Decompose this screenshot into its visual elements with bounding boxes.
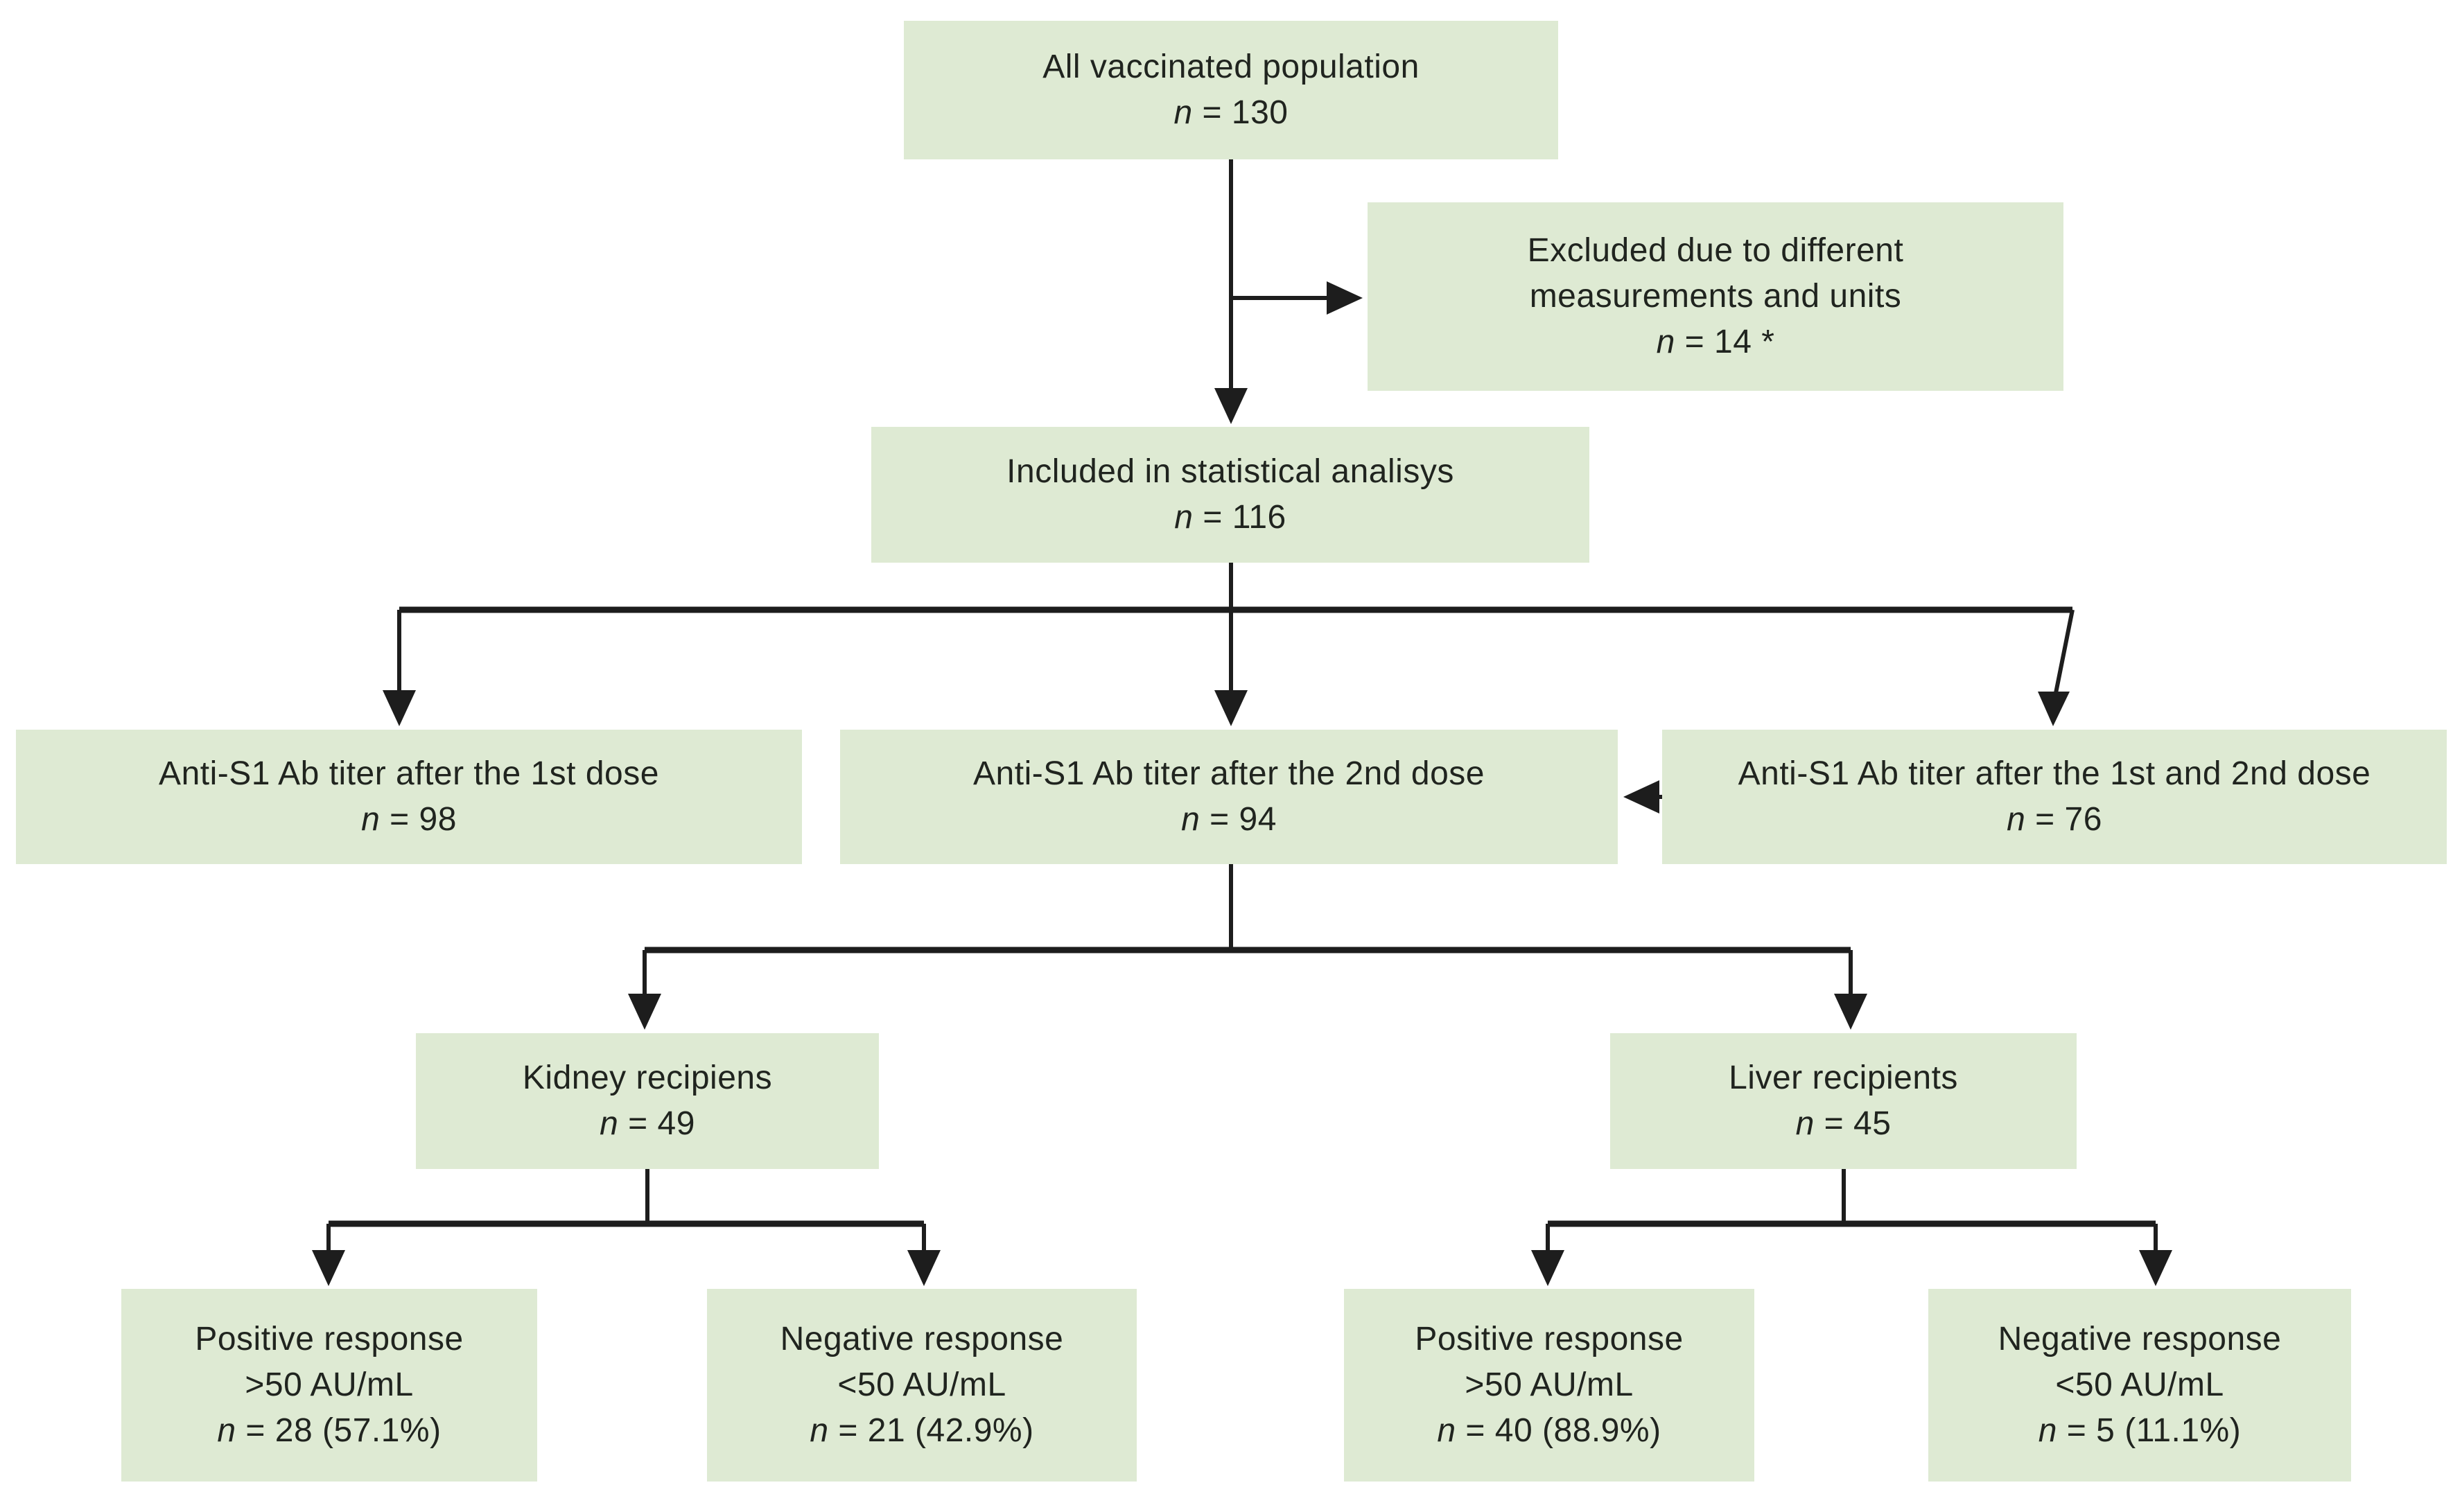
box-count: n = 116 [1174, 499, 1286, 536]
box-count: n = 45 [1795, 1105, 1892, 1142]
box-label: Negative response [780, 1321, 1064, 1357]
box-threshold: >50 AU/mL [245, 1366, 414, 1403]
box-liver-negative-response: Negative response <50 AU/mL n = 5 (11.1%… [1928, 1289, 2351, 1482]
box-label: Anti-S1 Ab titer after the 1st dose [159, 755, 659, 792]
box-label: Positive response [195, 1321, 464, 1357]
box-kidney-positive-response: Positive response >50 AU/mL n = 28 (57.1… [121, 1289, 537, 1482]
n-symbol: n [361, 801, 381, 838]
box-label: Anti-S1 Ab titer after the 2nd dose [973, 755, 1485, 792]
connector-included-to-doses [383, 563, 2075, 726]
box-label: Negative response [1998, 1321, 2282, 1357]
box-count: n = 28 (57.1%) [217, 1412, 442, 1449]
n-symbol: n [810, 1412, 829, 1449]
box-count: n = 76 [2007, 801, 2102, 838]
box-label: Kidney recipiens [522, 1060, 773, 1096]
box-label: Anti-S1 Ab titer after the 1st and 2nd d… [1738, 755, 2371, 792]
n-symbol: n [1174, 499, 1194, 536]
box-count: n = 5 (11.1%) [2038, 1412, 2242, 1449]
n-symbol: n [1173, 94, 1193, 131]
n-symbol: n [1656, 324, 1675, 360]
connector-liver-to-responses [1531, 1168, 2172, 1286]
box-titer-after-2nd-dose: Anti-S1 Ab titer after the 2nd dose n = … [840, 730, 1618, 864]
box-label: Liver recipients [1729, 1060, 1958, 1096]
box-threshold: <50 AU/mL [2055, 1366, 2224, 1403]
box-threshold: >50 AU/mL [1465, 1366, 1634, 1403]
n-symbol: n [2007, 801, 2026, 838]
connector-kidney-to-responses [312, 1168, 941, 1286]
box-count: n = 94 [1181, 801, 1277, 838]
box-count: n = 49 [600, 1105, 695, 1142]
box-kidney-recipients: Kidney recipiens n = 49 [416, 1033, 879, 1169]
box-all-vaccinated-population: All vaccinated population n = 130 [904, 21, 1558, 159]
n-symbol: n [2038, 1412, 2057, 1449]
box-label: measurements and units [1529, 278, 1902, 315]
n-symbol: n [1181, 801, 1201, 838]
box-label: All vaccinated population [1042, 49, 1420, 85]
box-kidney-negative-response: Negative response <50 AU/mL n = 21 (42.9… [707, 1289, 1137, 1482]
box-count: n = 14 * [1656, 324, 1775, 360]
box-count: n = 21 (42.9%) [810, 1412, 1034, 1449]
box-label: Included in statistical analisys [1006, 453, 1454, 490]
box-included-in-analysis: Included in statistical analisys n = 116 [871, 427, 1589, 563]
connector-dose12-to-dose2 [1623, 780, 1662, 814]
box-count: n = 40 (88.9%) [1437, 1412, 1661, 1449]
box-titer-after-1st-and-2nd-dose: Anti-S1 Ab titer after the 1st and 2nd d… [1662, 730, 2447, 864]
box-count: n = 130 [1173, 94, 1289, 131]
n-symbol: n [217, 1412, 236, 1449]
box-liver-recipients: Liver recipients n = 45 [1610, 1033, 2077, 1169]
box-threshold: <50 AU/mL [837, 1366, 1006, 1403]
box-titer-after-1st-dose: Anti-S1 Ab titer after the 1st dose n = … [16, 730, 802, 864]
box-excluded: Excluded due to different measurements a… [1368, 202, 2063, 391]
box-liver-positive-response: Positive response >50 AU/mL n = 40 (88.9… [1344, 1289, 1754, 1482]
n-symbol: n [1437, 1412, 1456, 1449]
n-symbol: n [600, 1105, 619, 1142]
box-count: n = 98 [361, 801, 457, 838]
box-label: Positive response [1415, 1321, 1684, 1357]
connector-dose2-to-organs [628, 864, 1867, 1030]
box-label: Excluded due to different [1527, 232, 1904, 269]
n-symbol: n [1795, 1105, 1815, 1142]
connector-top-to-included [1214, 159, 1363, 424]
